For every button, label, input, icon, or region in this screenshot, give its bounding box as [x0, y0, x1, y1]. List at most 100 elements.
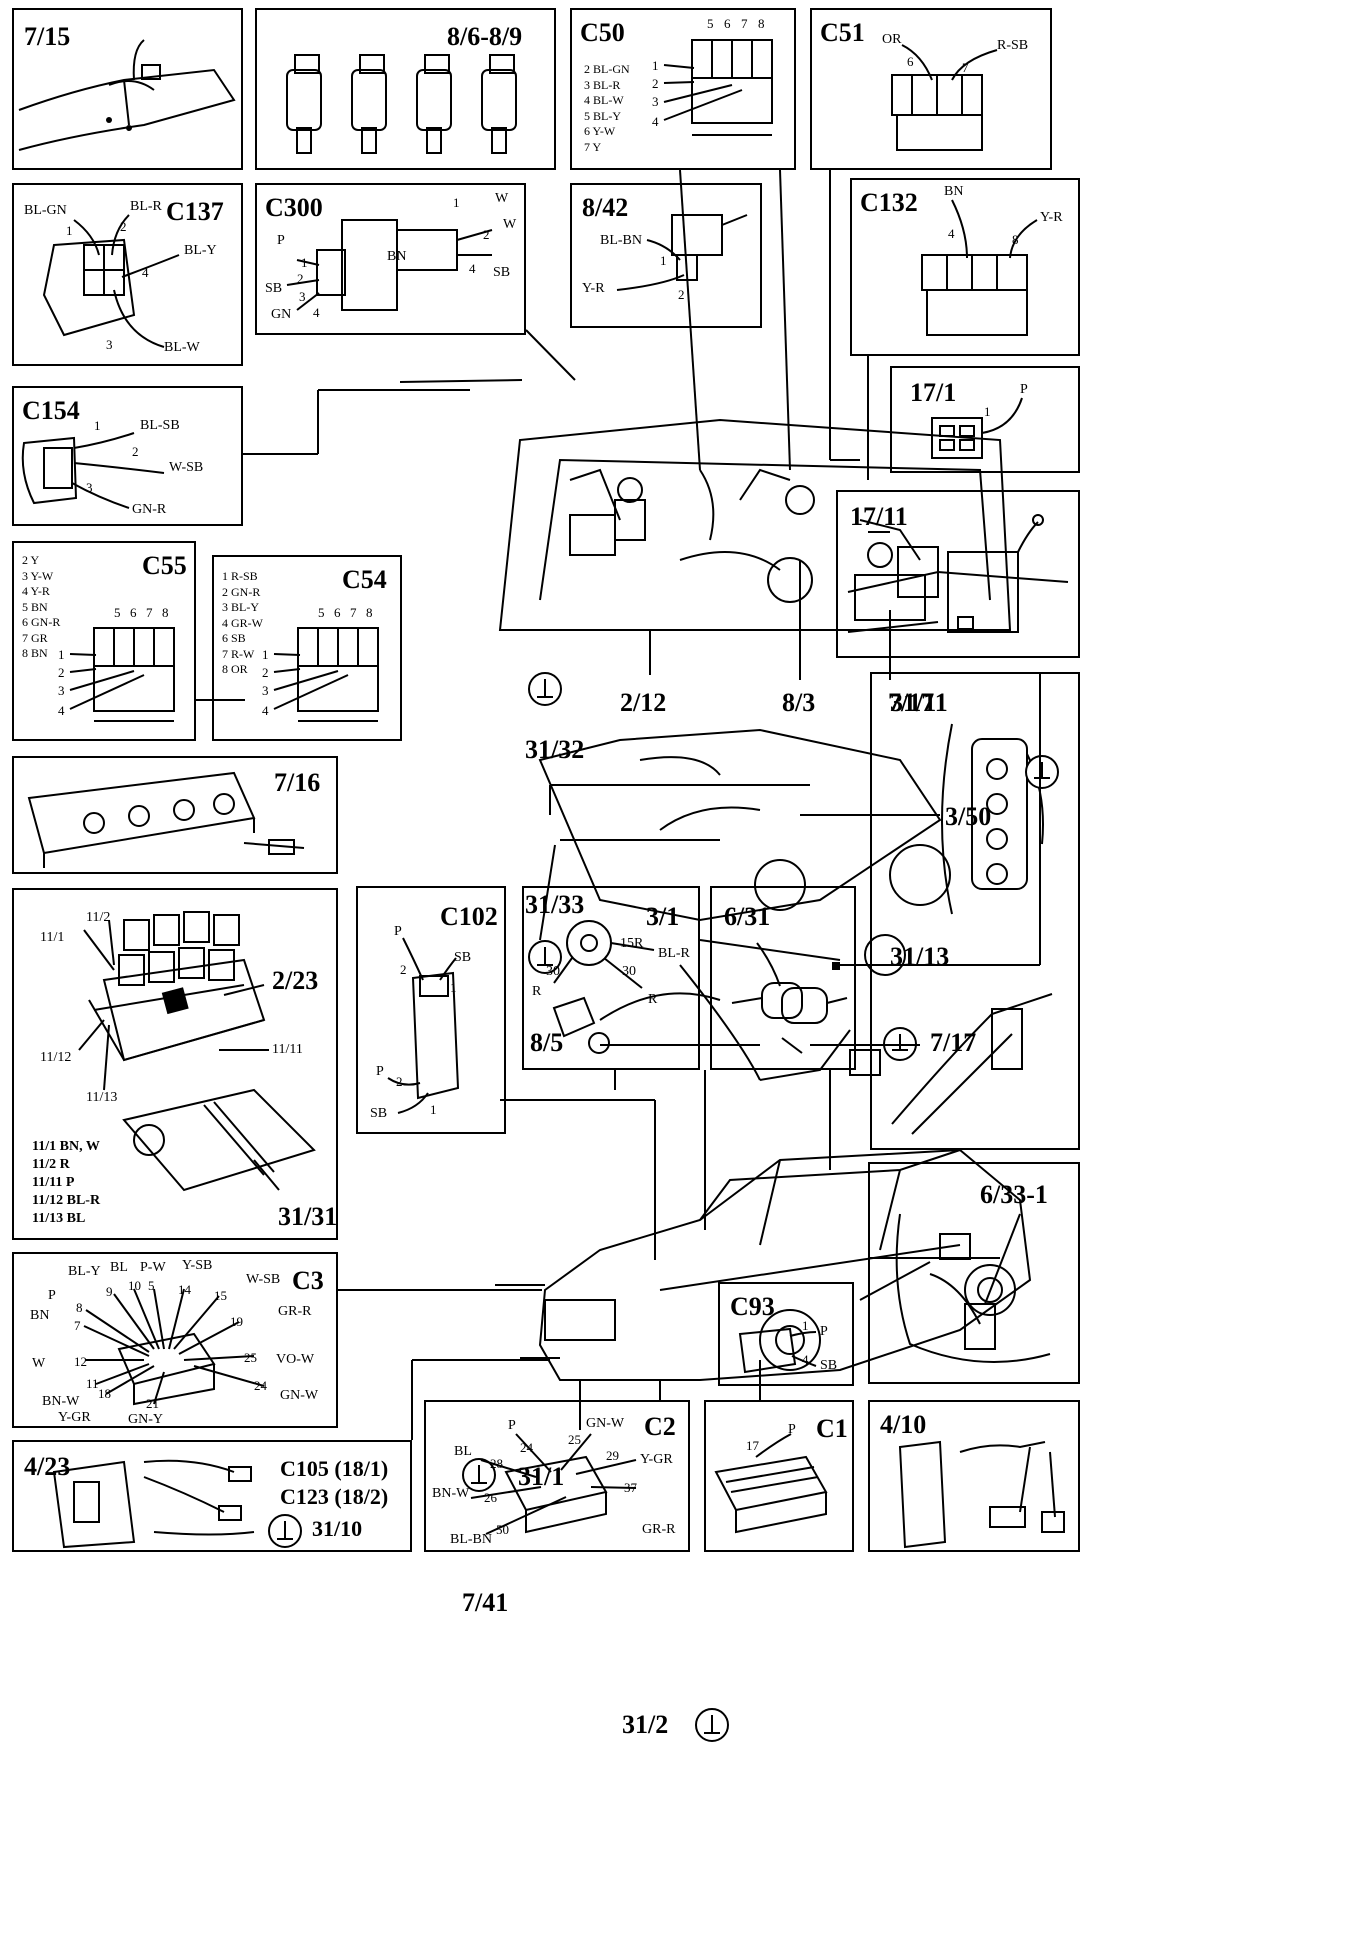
pedal-switch-illustration — [870, 1402, 1078, 1550]
wire-label: P — [508, 1418, 516, 1433]
wire-label: SB — [370, 1106, 388, 1121]
wire-label: GR-R — [278, 1304, 312, 1319]
pin-label: 3 — [58, 683, 65, 698]
wire-label: OR — [882, 32, 902, 47]
wire-label: BL — [454, 1444, 472, 1459]
callout-label: 11/1 — [40, 930, 65, 945]
pin-label: 5 — [707, 16, 714, 31]
connector-illustration — [14, 388, 241, 524]
wire-label: P — [1020, 382, 1028, 397]
legend-entry: 4 Y-R — [22, 584, 50, 598]
legend-entry: 5 BL-Y — [584, 108, 621, 123]
panel-c50: C50 2 BL-GN 3 BL-R 4 BL-W 5 BL-Y 6 Y-W 7… — [570, 8, 796, 170]
panel-c137: C137 BL-GN BL-R BL-Y BL-W 1 2 4 3 — [12, 183, 243, 366]
pin-label: 3 — [299, 289, 306, 304]
wire-label: W-SB — [246, 1272, 281, 1287]
callout-label: 11/2 — [86, 910, 111, 925]
injectors-illustration — [257, 10, 554, 168]
legend-entry: 3 Y-W — [22, 568, 54, 583]
legend-entry: 7 R-W — [222, 646, 255, 661]
fuse-box-illustration — [14, 890, 336, 1238]
panel-4-23: 4/23 C105 (18/1) C123 (18/2) 31/10 — [12, 1440, 412, 1552]
pin-label: 18 — [98, 1386, 111, 1401]
pin-label: 4 — [262, 703, 269, 718]
panel-c3: C3 BL-Y BL P-W Y-SB W-SB P BN GR-R W VO-… — [12, 1252, 338, 1428]
wire-color-legend: 2 Y 3 Y-W 4 Y-R 5 BN 6 GN-R 7 GR 8 BN — [22, 553, 60, 662]
wire-label: BL-R — [658, 946, 690, 961]
ground-symbol — [695, 1708, 729, 1742]
wire-label: P — [394, 924, 402, 939]
wire-label: Y-GR — [640, 1452, 673, 1467]
tail-lamp-illustration — [872, 674, 1078, 1148]
legend-entry: 6 GN-R — [22, 615, 61, 629]
pin-label: 8 — [366, 605, 373, 620]
pin-label: 4 — [313, 305, 320, 320]
ground-symbol — [528, 672, 562, 706]
wire-label: W — [32, 1356, 46, 1371]
pin-label: 7 — [741, 16, 748, 31]
fuel-pump-illustration — [712, 888, 854, 1068]
panel-title: C2 — [644, 1412, 676, 1441]
pin-label: 2 — [132, 444, 139, 459]
wire-label: BL-W — [164, 340, 200, 355]
callout-7-17-b: 7/17 — [930, 1028, 977, 1057]
panel-4-10: 4/10 — [868, 1400, 1080, 1552]
pin-label: 3 — [262, 683, 269, 698]
panel-c154: C154 BL-SB W-SB GN-R 1 2 3 — [12, 386, 243, 526]
wire-label: BL-Y — [68, 1264, 101, 1279]
legend-entry: 1 R-SB — [222, 569, 258, 583]
panel-title: 17/1 — [910, 378, 957, 407]
pin-label: 4 — [802, 1352, 809, 1367]
panel-c55: C55 2 Y 3 Y-W 4 Y-R 5 BN 6 GN-R 7 GR 8 B… — [12, 541, 196, 741]
legend-entry: 4 GR-W — [222, 615, 263, 630]
pin-label: 25 — [244, 1350, 257, 1365]
pin-label: 1 — [652, 58, 659, 73]
pin-label: 7 — [350, 605, 357, 620]
pin-label: 6 — [334, 605, 341, 620]
wire-label: VO-W — [276, 1352, 315, 1367]
panel-title: 4/10 — [880, 1410, 927, 1439]
panel-title: C102 — [440, 902, 498, 931]
ground-symbol — [268, 1514, 302, 1548]
pin-label: 2 — [396, 1074, 403, 1089]
panel-8-42: 8/42 BL-BN Y-R 1 2 — [570, 183, 762, 328]
wire-label: BN-W — [42, 1394, 80, 1409]
wire-label: Y-GR — [58, 1410, 91, 1425]
pin-label: 2 — [652, 76, 659, 91]
wire-label: BL-R — [130, 199, 162, 214]
pin-label: 8 — [758, 16, 765, 31]
wire-label: GN-W — [280, 1388, 319, 1403]
wire-label: GN-R — [132, 502, 167, 517]
panel-8-6-8-9: 8/6-8/9 — [255, 8, 556, 170]
pin-label: 4 — [652, 114, 659, 129]
panel-31-11: 31/11 31/13 — [870, 672, 1080, 1150]
panel-c51: C51 OR R-SB 6 7 — [810, 8, 1052, 170]
panel-c1: C1 P 17 — [704, 1400, 854, 1552]
callout-3-50: 3/50 — [945, 802, 992, 831]
panel-c54: C54 1 R-SB 2 GN-R 3 BL-Y 4 GR-W 6 SB 7 R… — [212, 555, 402, 741]
panel-c300: C300 P SB GN BN W W SB 1 2 3 4 1 2 4 — [255, 183, 526, 335]
callout-31-2: 31/2 — [622, 1710, 669, 1739]
ground-symbol — [528, 940, 562, 974]
pin-label: 2 — [120, 219, 127, 234]
connector-illustration — [358, 888, 504, 1132]
panel-c132: C132 BN Y-R 4 8 — [850, 178, 1080, 356]
panel-title: C51 — [820, 18, 865, 47]
connector-illustration — [720, 1284, 852, 1384]
legend-entry: 7 Y — [584, 139, 602, 154]
pin-label: 6 — [724, 16, 731, 31]
pin-label: 2 — [58, 665, 65, 680]
pin-label: 6 — [907, 54, 914, 69]
panel-title-2: 31/13 — [890, 942, 950, 971]
pin-label: 29 — [606, 1448, 619, 1463]
pin-label: 1 — [66, 223, 73, 238]
wire-label: BN — [30, 1308, 50, 1323]
callout-label: 11/11 — [272, 1042, 303, 1057]
callout-label: 11/13 — [86, 1090, 118, 1105]
panel-17-1: 17/1 P 1 — [890, 366, 1080, 473]
connector-illustration — [257, 185, 524, 333]
wire-label: BL-SB — [140, 418, 180, 433]
pin-label: 1 — [430, 1102, 437, 1117]
sensor-illustration — [14, 10, 241, 168]
wire-label: BN-W — [432, 1486, 470, 1501]
